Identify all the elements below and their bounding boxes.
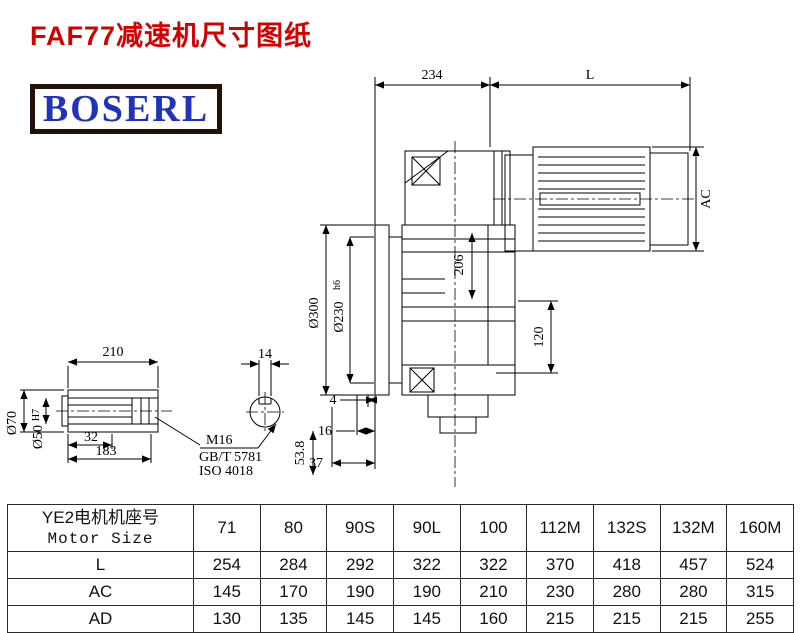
table-row-AC: AC 145 170 190 190 210 230 280 280 315 xyxy=(7,578,794,606)
value-cell: 230 xyxy=(526,578,594,606)
dim-234-label: 234 xyxy=(422,68,443,83)
logo-text: BOSERL xyxy=(42,88,210,130)
shaft-end-view xyxy=(249,396,281,428)
size-header-100: 100 xyxy=(459,504,528,552)
dim-4-label: 4 xyxy=(330,393,337,408)
value-cell: 457 xyxy=(659,551,728,579)
page-title: FAF77减速机尺寸图纸 xyxy=(30,21,313,51)
thread-standard-label: GB/T 5781 xyxy=(199,450,262,465)
dim-70-label: Ø70 xyxy=(5,411,20,435)
value-cell: 370 xyxy=(526,551,594,579)
value-cell: 190 xyxy=(392,578,461,606)
dim-diameter-230: Ø230 h6 xyxy=(332,236,374,384)
size-header-71: 71 xyxy=(193,504,261,552)
dim-300-label: Ø300 xyxy=(307,297,322,328)
dim-14-label: 14 xyxy=(258,347,272,362)
size-header-132M: 132M xyxy=(659,504,728,552)
size-header-160M: 160M xyxy=(726,504,794,552)
dim-206-label: 206 xyxy=(452,255,467,276)
size-header-80: 80 xyxy=(259,504,328,552)
value-cell: 255 xyxy=(726,605,794,633)
value-cell: 215 xyxy=(659,605,728,633)
value-cell: 135 xyxy=(259,605,328,633)
value-cell: 254 xyxy=(193,551,261,579)
dim-37-label: 37 xyxy=(309,456,323,471)
dim-120: 120 xyxy=(496,300,558,374)
gearbox-body: 206 xyxy=(401,224,516,366)
dim-L-label: L xyxy=(586,68,595,83)
value-cell: 524 xyxy=(726,551,794,579)
value-cell: 190 xyxy=(326,578,394,606)
value-cell: 284 xyxy=(259,551,328,579)
dim-AC: AC xyxy=(652,146,714,252)
thread-callout: M16 GB/T 5781 ISO 4018 xyxy=(154,416,277,479)
value-cell: 215 xyxy=(592,605,661,633)
row-label-AD: AD xyxy=(7,605,194,633)
dim-16-label: 16 xyxy=(318,424,332,439)
dim-diameter-300: Ø300 xyxy=(307,224,374,396)
size-header-112M: 112M xyxy=(526,504,594,552)
value-cell: 145 xyxy=(193,578,261,606)
size-header-132S: 132S xyxy=(592,504,661,552)
dim-14: 14 xyxy=(241,347,289,396)
value-cell: 170 xyxy=(259,578,328,606)
dim-32-183: 32 183 xyxy=(67,430,152,463)
motor xyxy=(504,146,689,252)
value-cell: 418 xyxy=(592,551,661,579)
value-cell: 315 xyxy=(726,578,794,606)
table-header-row: YE2电机机座号 Motor Size 71 80 90S 90L 100 11… xyxy=(7,504,794,552)
hollow-shaft-detail xyxy=(61,389,159,433)
gearbox-lower xyxy=(401,364,516,434)
dim-230-label: Ø230 xyxy=(332,301,347,332)
value-cell: 145 xyxy=(326,605,394,633)
row-label-L: L xyxy=(7,551,194,579)
dim-50-label: Ø50 xyxy=(31,425,46,449)
table-row-L: L 254 284 292 322 322 370 418 457 524 xyxy=(7,551,794,579)
thread-size-label: M16 xyxy=(206,433,232,448)
value-cell: 322 xyxy=(392,551,461,579)
dim-53-8-label: 53.8 xyxy=(293,441,308,466)
value-cell: 145 xyxy=(392,605,461,633)
centerlines xyxy=(56,141,694,487)
size-header-90L: 90L xyxy=(392,504,461,552)
dim-210: 210 xyxy=(67,345,159,388)
value-cell: 130 xyxy=(193,605,261,633)
dim-183-label: 183 xyxy=(96,444,117,459)
dim-230-tolerance: h6 xyxy=(332,280,343,290)
value-cell: 210 xyxy=(459,578,528,606)
value-cell: 280 xyxy=(592,578,661,606)
dim-32-label: 32 xyxy=(84,430,98,445)
dim-210-label: 210 xyxy=(103,345,124,360)
dim-50-tolerance: H7 xyxy=(31,409,42,421)
motor-size-header-cell: YE2电机机座号 Motor Size xyxy=(7,504,194,552)
value-cell: 160 xyxy=(459,605,528,633)
dims-bottom: 4 16 37 53.8 xyxy=(293,393,377,475)
value-cell: 322 xyxy=(459,551,528,579)
value-cell: 280 xyxy=(659,578,728,606)
dim-120-label: 120 xyxy=(532,327,547,348)
size-header-90S: 90S xyxy=(326,504,394,552)
motor-size-label-cn: YE2电机机座号 xyxy=(41,508,160,528)
thread-iso-label: ISO 4018 xyxy=(199,464,253,479)
dim-AC-label: AC xyxy=(699,189,714,208)
value-cell: 215 xyxy=(526,605,594,633)
table-row-AD: AD 130 135 145 145 160 215 215 215 255 xyxy=(7,605,794,633)
dim-diameter-70-50: Ø70 Ø50 H7 xyxy=(5,389,64,449)
flange xyxy=(374,224,403,396)
dimension-table: YE2电机机座号 Motor Size 71 80 90S 90L 100 11… xyxy=(7,504,794,633)
motor-size-label-en: Motor Size xyxy=(47,529,154,548)
gearbox-upper-housing xyxy=(404,150,511,226)
value-cell: 292 xyxy=(326,551,394,579)
boserl-logo: BOSERL xyxy=(30,84,222,134)
top-dimensions: 234 L xyxy=(374,68,691,233)
technical-drawing: 234 L AC xyxy=(5,68,714,487)
row-label-AC: AC xyxy=(7,578,194,606)
